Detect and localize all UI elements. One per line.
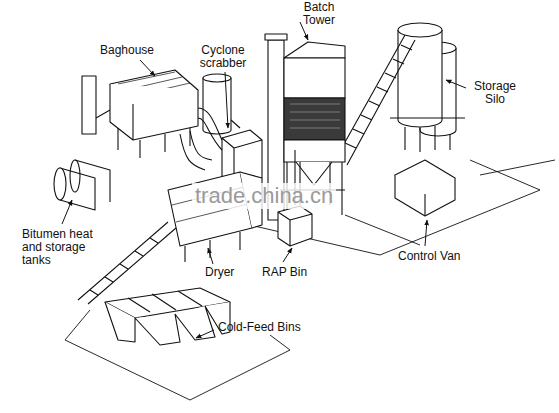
part-label: Cold-Feed Bins: [218, 321, 318, 334]
part-label: Control Van: [398, 250, 488, 263]
bitumen-tanks: [54, 160, 110, 210]
watermark: trade.china.cn: [192, 183, 336, 209]
part-label: Baghouse: [100, 44, 170, 57]
control-van: [395, 160, 455, 216]
cold-feed-bins: [105, 288, 230, 345]
part-label: Storage Silo: [470, 80, 520, 106]
part-label: Batch Tower: [296, 1, 342, 27]
part-label: Cyclone scrabber: [192, 44, 254, 70]
part-label: Dryer: [205, 266, 255, 279]
conveyor: [335, 35, 415, 165]
cyclone-scrubber: [203, 74, 262, 186]
part-label: RAP Bin: [262, 266, 322, 279]
part-label: Bitumen heat and storage tanks: [22, 228, 106, 267]
leader-lines: [62, 22, 466, 338]
ground-slab: [65, 160, 555, 400]
baghouse: [82, 70, 222, 170]
